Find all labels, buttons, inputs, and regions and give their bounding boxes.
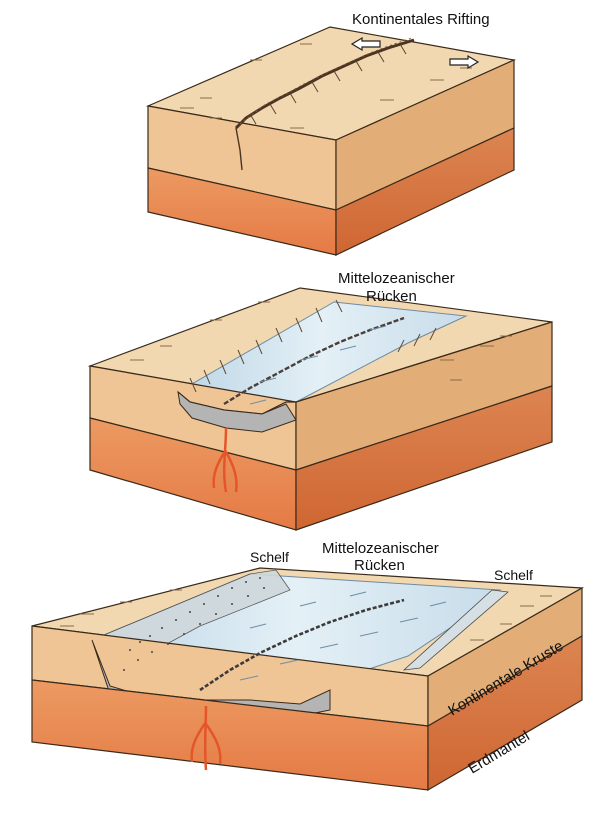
label-continental-rifting: Kontinentales Rifting [352, 11, 490, 28]
label-mid-ocean-ridge-2: Rücken [366, 288, 417, 305]
label-shelf-right: Schelf [494, 567, 533, 583]
label-mid-ocean-ridge-2: Rücken [354, 557, 405, 574]
block-ocean-with-shelves: Schelf Schelf Mittelozeanischer Rücken K… [32, 540, 582, 790]
label-shelf-left: Schelf [250, 549, 289, 565]
block-mid-ocean-ridge: Mittelozeanischer Rücken [90, 270, 552, 530]
label-mid-ocean-ridge-1: Mittelozeanischer [338, 270, 455, 287]
block-continental-rifting: Kontinentales Rifting [148, 11, 514, 255]
label-mid-ocean-ridge-1: Mittelozeanischer [322, 540, 439, 557]
